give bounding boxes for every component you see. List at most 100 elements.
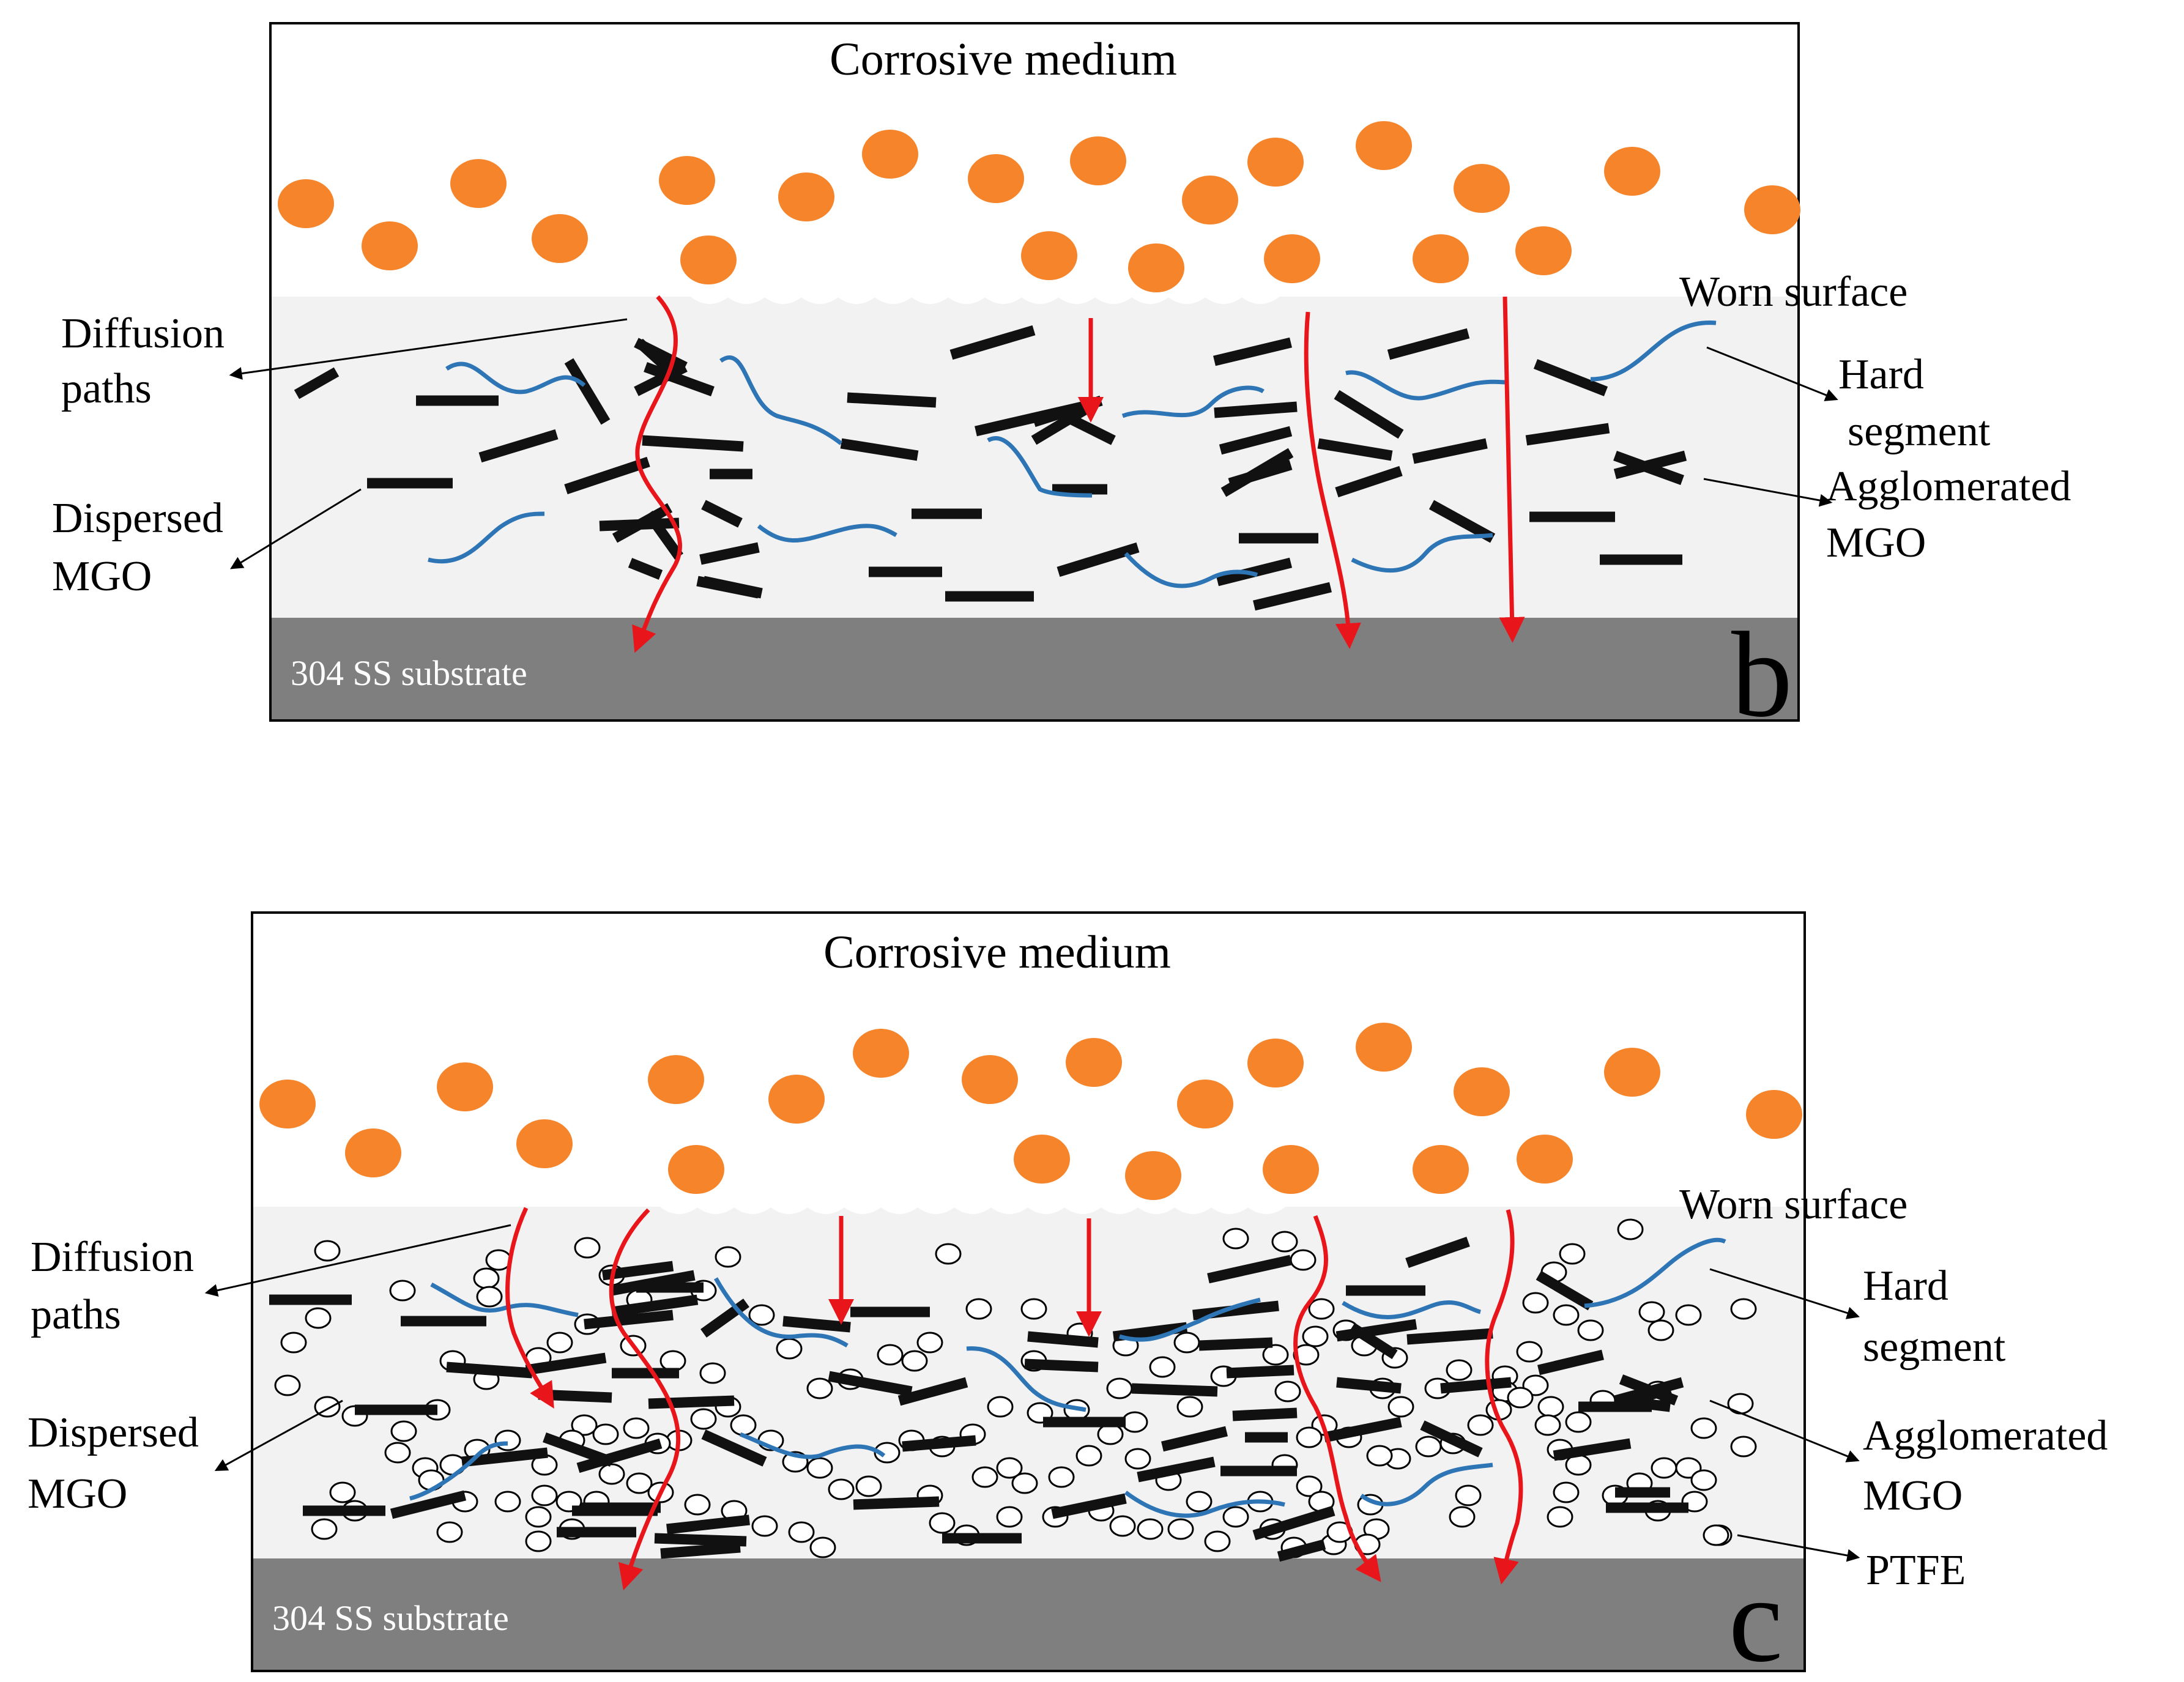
ptfe-particle — [473, 1267, 500, 1289]
ptfe-particle — [1449, 1506, 1476, 1528]
corrosive-particle — [1177, 1080, 1233, 1128]
ptfe-particle — [1290, 1249, 1317, 1271]
ptfe-particle — [1516, 1341, 1543, 1363]
diffusion-path-arrow — [1499, 296, 1525, 643]
mgo-sheet — [840, 438, 919, 461]
mgo-sheet — [612, 503, 673, 543]
corrosive-particle — [278, 179, 334, 228]
hard-segment-chain — [1359, 1462, 1493, 1506]
mgo-sheet — [1207, 1254, 1292, 1284]
ptfe-particle — [1137, 1518, 1164, 1540]
mgo-sheet — [1213, 337, 1292, 366]
hard-segment-chain — [430, 1282, 579, 1317]
panel-b-substrate — [272, 618, 1797, 719]
ptfe-particle — [1467, 1414, 1494, 1436]
mgo-sheet — [1335, 465, 1403, 498]
ptfe-particle — [776, 1338, 803, 1360]
corrosive-particle — [768, 1075, 825, 1124]
mgo-sheet — [564, 456, 650, 495]
mgo-sheet — [1192, 1300, 1279, 1321]
hard-segment-chain — [966, 1346, 1086, 1412]
mgo-sheet — [1619, 1374, 1679, 1406]
mgo-sheet — [1027, 1331, 1099, 1348]
mgo-sheet — [1051, 1493, 1127, 1519]
leader-line — [1709, 1268, 1860, 1319]
mgo-sheet — [564, 358, 611, 425]
mgo-sheet — [634, 338, 688, 372]
panel-b-mgo-sheets — [294, 325, 1687, 611]
panel-b-dispersed-label-line1: Dispersed — [52, 495, 223, 542]
ptfe-particle — [1730, 1298, 1757, 1320]
mgo-sheet — [611, 1294, 699, 1317]
ptfe-particle — [574, 1237, 601, 1259]
mgo-sheet — [1420, 1420, 1483, 1458]
mgo-sheet — [782, 1316, 851, 1333]
panel-c-corrosive-medium-label: Corrosive medium — [823, 927, 1171, 978]
mgo-sheet — [1253, 582, 1332, 611]
ptfe-particle — [1296, 1426, 1323, 1448]
corrosive-particle — [1014, 1135, 1070, 1184]
mgo-sheet — [1553, 1438, 1632, 1461]
mgo-sheet — [461, 1447, 548, 1467]
ptfe-particle — [494, 1491, 521, 1513]
leader-line — [1706, 346, 1838, 401]
leader-line — [204, 1224, 511, 1297]
ptfe-particle — [1173, 1332, 1200, 1354]
ptfe-particle — [1176, 1396, 1203, 1418]
hard-segment-chain — [1342, 1300, 1481, 1319]
mgo-sheet — [1334, 390, 1404, 439]
mgo-sheet — [611, 1270, 696, 1296]
ptfe-particle — [1274, 1380, 1301, 1402]
panel-c-corrosive-particles — [259, 1023, 1802, 1200]
corrosive-particle — [853, 1029, 909, 1078]
mgo-sheet — [1537, 1349, 1604, 1376]
ptfe-particle — [1547, 1506, 1573, 1528]
mgo-sheet — [1323, 1417, 1402, 1443]
corrosive-particle — [1066, 1038, 1122, 1087]
mgo-sheet — [1219, 426, 1293, 455]
panel-c-worn-surface-label: Worn surface — [1679, 1181, 1907, 1228]
panel-c-ptfe-label: PTFE — [1866, 1547, 1966, 1594]
mgo-sheet — [1336, 1377, 1402, 1394]
ptfe-particle — [1167, 1518, 1194, 1540]
ptfe-particle — [965, 1298, 992, 1320]
ptfe-particle — [828, 1478, 855, 1500]
mgo-sheet — [628, 558, 663, 580]
panel-b-hard-label-line2: segment — [1848, 408, 1991, 455]
corrosive-particle — [1356, 1023, 1412, 1072]
ptfe-particle — [1296, 1475, 1323, 1497]
hard-segment-chain — [719, 355, 843, 445]
ptfe-particle — [987, 1396, 1014, 1418]
mgo-sheet — [1068, 414, 1116, 445]
hard-segment-chain — [1124, 552, 1258, 588]
panel-c-hard-label-line2: segment — [1863, 1324, 2006, 1371]
ptfe-particle — [996, 1457, 1023, 1479]
panel-c-diffusion-label-line2: paths — [31, 1291, 121, 1338]
ptfe-particle — [1534, 1414, 1561, 1436]
panel-c-hard-label-line1: Hard — [1863, 1262, 1948, 1310]
mgo-sheet — [1131, 1383, 1218, 1397]
hard-segment-chain — [1590, 320, 1717, 382]
mgo-sheet — [700, 1299, 749, 1338]
panel-b-dispersed-label-line2: MGO — [52, 553, 152, 600]
mgo-sheet — [1024, 1358, 1099, 1373]
ptfe-particle — [935, 1243, 962, 1265]
hard-segment-chain — [1118, 1297, 1261, 1342]
ptfe-particle — [1675, 1304, 1702, 1326]
corrosive-particle — [532, 214, 588, 263]
panel-b: Corrosive medium Worn surface Hard segme… — [52, 22, 2071, 743]
mgo-sheet — [1406, 1328, 1493, 1345]
corrosive-particle — [1264, 234, 1320, 283]
panel-b-diffusion-label-line2: paths — [61, 365, 152, 412]
corrosive-particle — [1454, 1067, 1510, 1116]
ptfe-particle — [1647, 1319, 1674, 1341]
ptfe-particle — [626, 1472, 653, 1494]
ptfe-particle — [684, 1494, 711, 1516]
ptfe-particle — [1553, 1304, 1580, 1326]
diffusion-path-arrow — [1293, 1215, 1381, 1582]
panel-c-worn-surface-scallops — [660, 1206, 1285, 1214]
ptfe-particle — [1553, 1481, 1580, 1503]
ptfe-particle — [1109, 1515, 1136, 1537]
hard-segment-chain — [1584, 1237, 1726, 1308]
mgo-sheet — [576, 1438, 663, 1473]
